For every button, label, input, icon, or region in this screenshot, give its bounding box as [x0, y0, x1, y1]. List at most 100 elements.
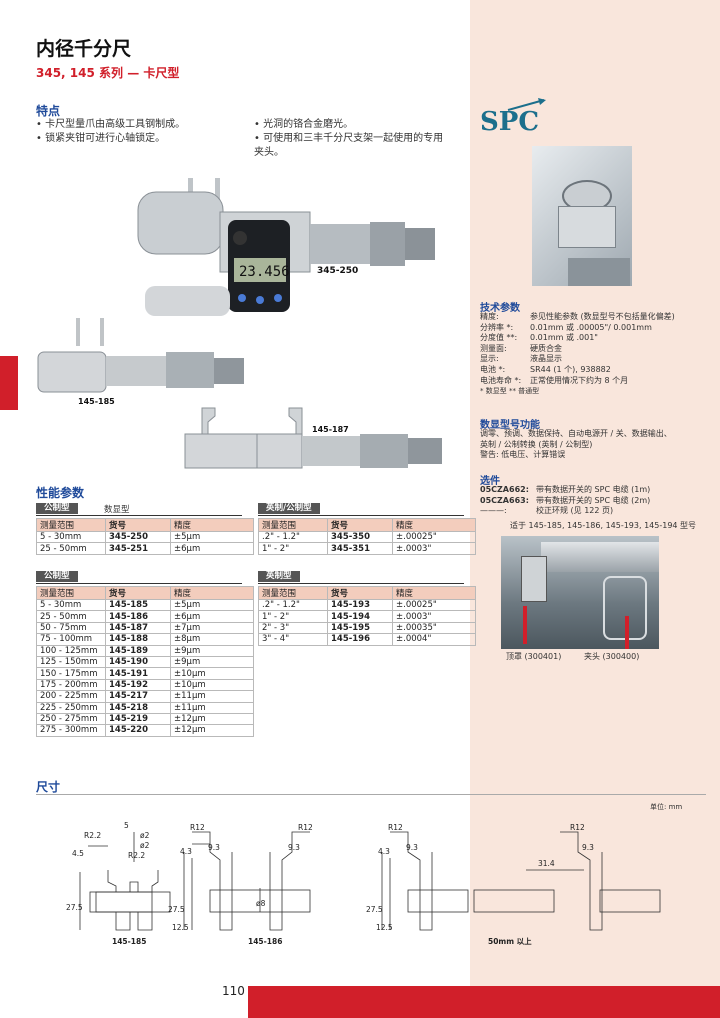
options-list: 05CZA662:带有数据开关的 SPC 电缆 (1m) 05CZA663:带有… — [480, 485, 718, 517]
cell: 145-193 — [327, 598, 393, 612]
cell: 345-350 — [327, 530, 393, 544]
dimension-value: 9.3 — [208, 843, 220, 852]
tech-label: 显示: — [480, 354, 499, 364]
cell: 275 - 300mm — [36, 724, 106, 737]
micrometer-145-187-image: 145-187 — [184, 407, 442, 469]
tech-label: 测量面: — [480, 343, 507, 353]
tag-metric: 公制型 — [36, 571, 78, 582]
dimension-value: 9.3 — [406, 843, 418, 852]
th-code: 货号 — [105, 518, 171, 532]
dim-caption-50mm: 50mm 以上 — [488, 936, 532, 946]
dimension-value: 4.5 — [72, 849, 84, 858]
cell: 25 - 50mm — [36, 610, 106, 623]
functions-heading: 数显型号功能 — [480, 420, 540, 431]
th-accuracy: 精度 — [392, 586, 476, 600]
tech-value: SR44 (1 个), 938882 — [530, 364, 611, 374]
spc-logo: SPC — [480, 98, 546, 137]
dimension-value: R12 — [298, 823, 313, 832]
page-number: 110 — [222, 984, 245, 998]
cell: 150 - 175mm — [36, 667, 106, 680]
dim-caption-145-185: 145-185 — [112, 937, 146, 946]
dimension-value: ø2 — [140, 841, 150, 850]
tech-value: 参见性能参数 (数显型号不包括量化偏差) — [530, 312, 675, 321]
cell: 145-219 — [105, 712, 171, 726]
tech-label: 分辨率 *: — [480, 322, 514, 332]
cell: ±12μm — [170, 712, 254, 726]
dimension-value: ø8 — [256, 899, 266, 908]
dimension-value: R2.2 — [84, 831, 101, 840]
cell: 145-218 — [105, 701, 171, 714]
th-accuracy: 精度 — [170, 518, 254, 532]
th-code: 货号 — [327, 586, 393, 600]
cell: 145-188 — [105, 633, 171, 646]
page-title: 内径千分尺 — [36, 38, 132, 60]
cell: 145-185 — [105, 598, 171, 612]
cell: ±.0003" — [392, 542, 476, 555]
cell: ±6μm — [170, 610, 254, 623]
cell: 145-186 — [105, 610, 171, 623]
cell: ±6μm — [170, 542, 254, 555]
cell: 345-250 — [105, 530, 171, 544]
th-accuracy: 精度 — [170, 586, 254, 600]
cell: 75 - 100mm — [36, 633, 106, 646]
functions-line: 英制 / 公制转换 (英制 / 公制型) — [480, 439, 593, 449]
table-row: 1" - 2"345-351±.0003" — [258, 542, 476, 555]
tech-value: 液晶显示 — [530, 354, 562, 364]
spc-logo-text: SPC — [480, 107, 539, 137]
functions-line: 调零、预调、数据保持、自动电源开 / 关、数据输出、 — [480, 429, 672, 438]
dimension-value: R12 — [190, 823, 205, 832]
tech-value: 正常使用情况下约为 8 个月 — [530, 375, 629, 385]
features-right: • 光洞的铬合金磨光。 • 可使用和三丰千分尺支架一起使用的专用 夹头。 — [254, 118, 464, 160]
label-145-185: 145-185 — [78, 397, 115, 406]
dimensions-divider — [36, 794, 706, 795]
table-row: 2" - 3"145-195±.00035" — [258, 621, 476, 635]
table-inch: 测量范围货号精度 .2" - 1.2"145-193±.00025"1" - 2… — [258, 586, 476, 646]
dimension-value: 12.5 — [172, 923, 189, 932]
tag-inch: 英制型 — [258, 571, 300, 582]
features-left: • 卡尺型量爪由高级工具钢制成。 • 锁紧夹钳可进行心轴锁定。 — [36, 118, 246, 146]
table-row: 3" - 4"145-196±.0004" — [258, 633, 476, 646]
features-heading: 特点 — [36, 104, 61, 118]
cell: ±5μm — [170, 598, 254, 612]
cell: .2" - 1.2" — [258, 530, 328, 544]
cell: 200 - 225mm — [36, 690, 106, 703]
cell: 145-187 — [105, 621, 171, 635]
tag-line — [36, 515, 242, 516]
dimension-value: 12.5 — [376, 923, 393, 932]
cell: ±11μm — [170, 690, 254, 703]
tech-label: 电池 *: — [480, 364, 506, 374]
feature-item: • 可使用和三丰千分尺支架一起使用的专用 — [254, 133, 444, 144]
specs-heading: 性能参数 — [36, 486, 85, 500]
dimension-value: R12 — [388, 823, 403, 832]
cell: ±10μm — [170, 667, 254, 680]
cell: 145-189 — [105, 644, 171, 657]
table-digital-inch: 测量范围货号精度 .2" - 1.2"345-350±.00025" 1" - … — [258, 518, 476, 555]
cell: ±9μm — [170, 655, 254, 669]
feature-item: • 卡尺型量爪由高级工具钢制成。 — [36, 119, 186, 130]
cell: ±10μm — [170, 678, 254, 692]
dimension-value: 4.3 — [180, 847, 192, 856]
cell: 145-191 — [105, 667, 171, 680]
footer-bar — [248, 986, 720, 1018]
feature-item: • 锁紧夹钳可进行心轴锁定。 — [36, 133, 166, 144]
tag-digital-metric: 公制型 — [36, 503, 78, 514]
tech-params: 精度:参见性能参数 (数显型号不包括量化偏差) 分辨率 *:0.01mm 或 .… — [480, 312, 716, 397]
cell: ±12μm — [170, 724, 254, 737]
dimension-value: 5 — [124, 821, 129, 830]
options-photo — [501, 536, 659, 649]
cell: ±9μm — [170, 644, 254, 657]
micrometer-145-185-image: 145-185 — [37, 318, 244, 406]
dimension-value: 27.5 — [66, 903, 83, 912]
product-photo-hand — [532, 146, 632, 286]
dim-caption-145-186: 145-186 — [248, 937, 282, 946]
